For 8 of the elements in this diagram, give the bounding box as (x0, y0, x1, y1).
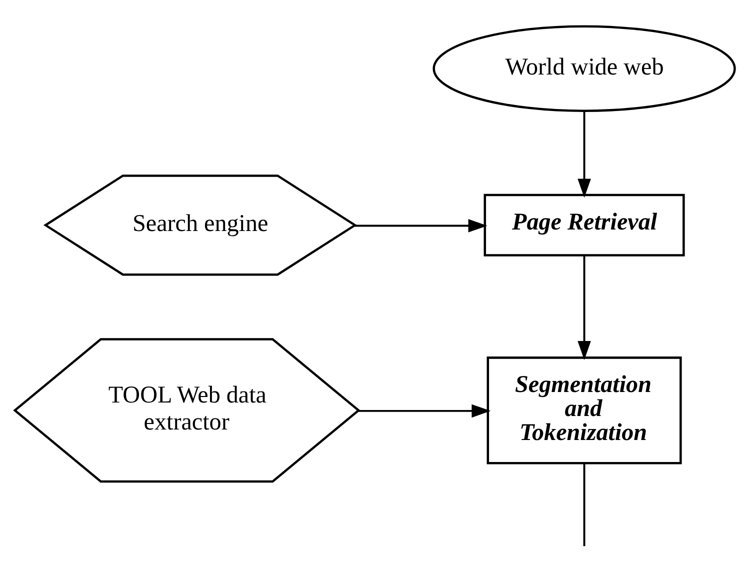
node-box: Segmentation and Tokenization (486, 356, 682, 464)
node-box: Page Retrieval (484, 193, 685, 256)
connector (583, 462, 586, 546)
arrow (354, 218, 488, 232)
arrow (578, 110, 591, 198)
node-ellipse: World wide web (432, 24, 736, 112)
arrow (358, 404, 491, 418)
arrow (578, 254, 591, 360)
